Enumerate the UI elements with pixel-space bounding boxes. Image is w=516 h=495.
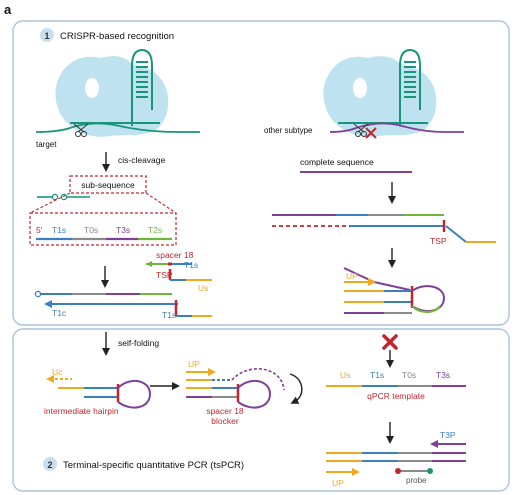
tspcr-duplex — [326, 452, 466, 462]
bottom-panel-frame — [12, 328, 510, 492]
up-primer-right — [344, 278, 376, 286]
extended-product-left — [34, 290, 212, 317]
cis-cleavage-label: cis-cleavage — [118, 155, 166, 165]
sub-sequence-label: sub-sequence — [81, 180, 135, 190]
curved-arrow-to-template — [289, 373, 303, 404]
top-panel-frame — [12, 20, 510, 326]
up-label-bottom: UP — [332, 478, 344, 488]
sub-sequence-box — [69, 175, 147, 194]
tsp-label-left: TSP — [156, 270, 173, 280]
template-t1s-label: T1s — [370, 370, 384, 380]
spacer-18-label: spacer 18 — [156, 250, 194, 260]
complete-sequence-label: complete sequence — [300, 157, 374, 167]
zoom-line-right — [145, 192, 177, 214]
template-us-label: Us — [340, 370, 350, 380]
tsp-label-right: TSP — [430, 236, 447, 246]
scissors-blocked-icon — [353, 123, 377, 139]
panel-letter: a — [4, 2, 12, 17]
up-primer-bottom — [326, 468, 360, 476]
qpcr-template-label: qPCR template — [367, 391, 425, 401]
uc-label: Uc — [52, 367, 63, 377]
segment-zoom-box — [29, 212, 177, 246]
blocker-hairpin — [186, 368, 285, 409]
intermediate-hairpin — [46, 375, 152, 409]
spacer-blocker-label-line2: blocker — [211, 416, 239, 426]
step-1-title: CRISPR-based recognition — [60, 31, 174, 42]
segment-t1s-label: T1s — [52, 225, 66, 235]
tsp-binding-right — [272, 214, 496, 243]
hairpin-right — [343, 267, 446, 314]
t1c-label: T1c — [52, 308, 67, 318]
five-prime-label: 5' — [36, 225, 43, 235]
segment-t2s-label: T2s — [148, 225, 162, 235]
step-1-number: 1 — [44, 31, 49, 41]
self-folding-label: self-folding — [118, 338, 159, 348]
step-1-badge — [40, 28, 54, 42]
zoom-line-left — [29, 192, 71, 214]
step-2-number: 2 — [47, 460, 52, 470]
probe — [395, 468, 433, 474]
segment-t0s-label: T0s — [84, 225, 98, 235]
crrna-hairpin-left — [70, 48, 160, 126]
intermediate-hairpin-label: intermediate hairpin — [44, 406, 119, 416]
template-t0s-label: T0s — [402, 370, 416, 380]
spacer-blocker-label-line1: spacer 18 — [206, 406, 244, 416]
tsp-probe-left — [146, 261, 212, 281]
step-2-title: Terminal-specific quantitative PCR (tsPC… — [63, 460, 244, 471]
us-label: Us — [198, 283, 208, 293]
up-label-right: UP — [346, 271, 358, 281]
step-2-badge — [43, 457, 57, 471]
up-label-blocker: UP — [188, 359, 200, 369]
probe-label: probe — [406, 476, 427, 485]
target-strand-left — [35, 122, 200, 133]
t3p-primer — [430, 440, 466, 448]
other-subtype-strand — [329, 122, 464, 133]
t3p-label: T3P — [440, 430, 456, 440]
cleaved-fragments — [37, 193, 90, 201]
blocked-x-icon — [382, 334, 398, 350]
template-t3s-label: T3s — [436, 370, 450, 380]
scissors-icon — [73, 123, 89, 137]
other-subtype-label: other subtype — [264, 126, 313, 135]
segment-t3s-label: T3s — [116, 225, 130, 235]
target-label: target — [36, 140, 57, 149]
t1s-label-extended: T1s — [162, 310, 176, 320]
t1s-probe-label: T1s — [184, 260, 198, 270]
